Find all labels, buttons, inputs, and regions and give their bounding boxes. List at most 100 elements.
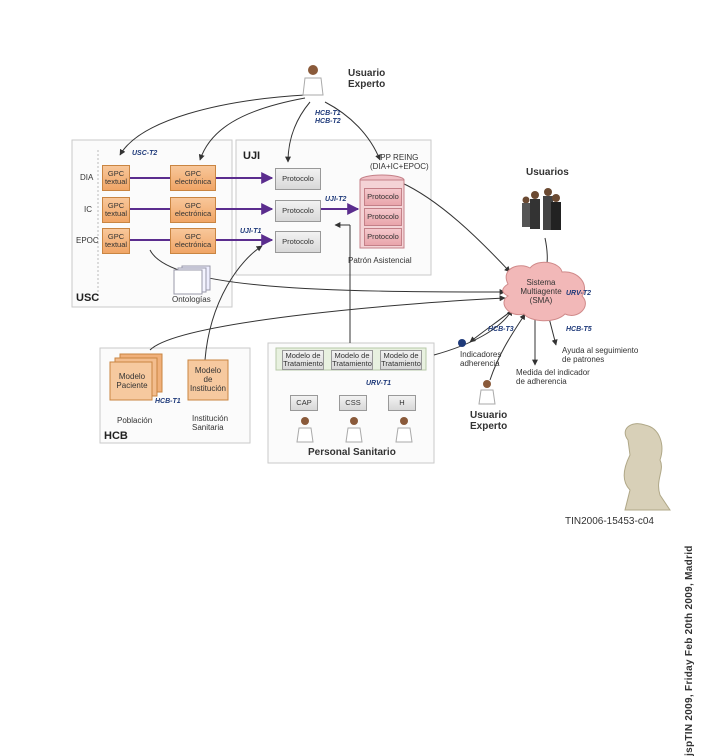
tag-hcb-t1: HCB-T1 [315, 110, 341, 117]
tag-hcb-t3: HCB-T3 [488, 326, 514, 333]
uji-protocolo-3: Protocolo [275, 231, 321, 253]
gpc-textual-ic-l2: textual [104, 209, 128, 218]
sma-line1: Sistema [526, 278, 556, 287]
uji-protocolo-1: Protocolo [275, 168, 321, 190]
arrow-sma-indicadores [469, 307, 516, 343]
doctor-figure-3 [395, 417, 413, 443]
medida-label: Medida del indicador de adherencia [516, 368, 590, 386]
gpc-textual-epoc-l1: GPC [107, 232, 125, 241]
arrow-hcb-sma [149, 295, 506, 351]
top-user-figure [302, 65, 324, 96]
ayuda-label: Ayuda al seguimiento de patrones [562, 346, 638, 364]
gpc-textual-dia-l2: textual [104, 177, 128, 186]
repo-protocolo-2: Protocolo [364, 208, 402, 226]
arrow-expert-sma [489, 313, 526, 381]
uji-title: UJI [243, 150, 261, 162]
arrow-personal-sma [433, 309, 513, 356]
sma-label: Sistema Multiagente (SMA) [513, 278, 569, 305]
statue-bust-figure [623, 423, 671, 511]
tag-hcb-t1: HCB-T1 [155, 398, 181, 405]
side-caption: jspTIN 2009, Friday Feb 20th 2009, Madri… [684, 545, 695, 756]
modelo-paciente: Modelo Paciente [112, 372, 152, 390]
h-box: H [388, 395, 416, 411]
users-group-figure [522, 188, 561, 230]
bottom-user-title: Usuario Experto [470, 410, 507, 432]
patient-stack-1 [109, 361, 153, 401]
top-user-line1: Usuario [348, 68, 386, 79]
usuarios-title: Usuarios [526, 167, 569, 178]
ayuda-line2: de patrones [562, 355, 605, 364]
ontologias-label: Ontologías [172, 295, 211, 304]
gpc-e-epoc-l2: electrónica [174, 240, 212, 249]
gpc-e-epoc-l1: GPC [184, 232, 202, 241]
mt2-l1: Modelo de [334, 351, 370, 360]
mt2-l2: Tratamiento [332, 359, 372, 368]
institucion-label: Institución Sanitaria [192, 414, 228, 432]
uji-protocolo-2: Protocolo [275, 200, 321, 222]
modelo-institucion-line3: Institución [189, 384, 227, 393]
arrow-usc-sma [149, 249, 506, 295]
bottom-user-line2: Experto [470, 421, 508, 432]
indicadores-line1: Indicadores [460, 350, 502, 359]
medida-line1: Medida del indicador [516, 368, 590, 377]
sma-line3: (SMA) [529, 296, 553, 305]
pp-reing-line2: (DIA+IC+EPOC) [370, 162, 429, 171]
repo-protocolo-3: Protocolo [364, 228, 402, 246]
personal-title: Personal Sanitario [308, 447, 396, 458]
css-box: CSS [339, 395, 367, 411]
tag-usc-t2: USC-T2 [132, 150, 158, 157]
bottom-user-line1: Usuario [470, 410, 508, 421]
modelo-institucion-line2: de [203, 375, 213, 384]
usc-title: USC [76, 292, 100, 304]
arrow-user-repo [324, 101, 381, 161]
indicadores-line2: adherencia [460, 359, 500, 368]
hcb-title: HCB [104, 430, 128, 442]
sma-blob [502, 261, 586, 322]
gpc-e-ic-l1: GPC [184, 201, 202, 210]
arrow-user-protocolo [285, 101, 311, 163]
modelo-paciente-line1: Modelo [118, 372, 146, 381]
institution-box [187, 359, 229, 401]
mt3-l1: Modelo de [383, 351, 419, 360]
gpc-e-dia-l2: electrónica [174, 177, 212, 186]
pp-reing-line1: PP REING [380, 153, 419, 162]
ontology-doc-1 [173, 269, 203, 295]
arrow-hcb-uji [204, 245, 263, 361]
arrow-user-gpc [198, 97, 306, 161]
patron-asistencial-label: Patrón Asistencial [348, 256, 412, 265]
institucion-line2: Sanitaria [192, 423, 224, 432]
indicadores-label: Indicadores adherencia [460, 350, 501, 368]
tag-hcb-t5: HCB-T5 [566, 326, 592, 333]
usc-row-dia: DIA [80, 173, 94, 182]
top-user-title: Usuario Experto [348, 68, 385, 90]
doctor-figure-2 [345, 417, 363, 443]
info-icon [458, 339, 466, 347]
gpc-textual-ic-l1: GPC [107, 201, 125, 210]
gpc-textual-epoc-l2: textual [104, 240, 128, 249]
pp-reing-title: PP REING (DIA+IC+EPOC) [370, 153, 429, 171]
ayuda-line1: Ayuda al seguimiento [562, 346, 639, 355]
doctor-figure-1 [296, 417, 314, 443]
tag-hcb-t2: HCB-T2 [315, 118, 341, 125]
tag-uji-t1: UJI-T1 [240, 228, 262, 235]
arrow-user-usc [119, 94, 306, 156]
institucion-line1: Institución [192, 414, 229, 423]
medida-line2: de adherencia [516, 377, 567, 386]
gpc-e-dia-l1: GPC [184, 169, 202, 178]
sma-line2: Multiagente [520, 287, 562, 296]
usc-row-epoc: EPOC [76, 236, 99, 245]
repo-protocolo-1: Protocolo [364, 188, 402, 206]
modelo-institucion-line1: Modelo [194, 366, 222, 375]
tag-urv-t1: URV-T1 [366, 380, 392, 387]
mt3-l2: Tratamiento [381, 359, 421, 368]
tag-hcb-t1-t2: HCB-T1 HCB-T2 [315, 110, 341, 126]
usc-row-ic: IC [84, 205, 92, 214]
